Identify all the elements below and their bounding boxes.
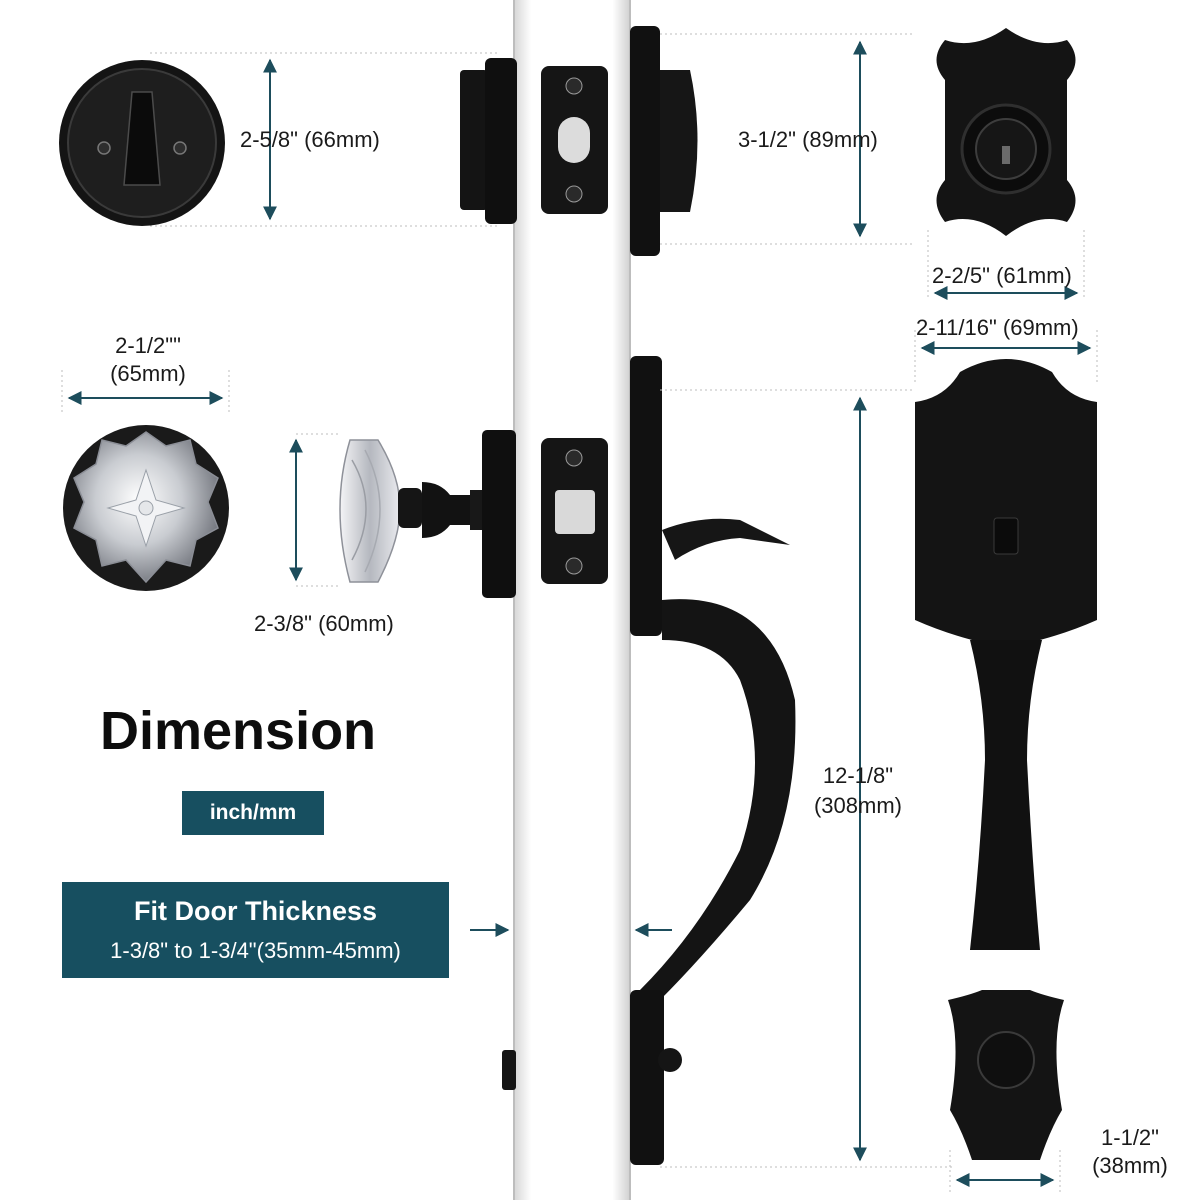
handleset-height-line2: (308mm) bbox=[813, 793, 902, 818]
thumbturn-diameter-label: 2-5/8" (66mm) bbox=[240, 127, 380, 152]
handleset-height-line1: 12-1/8" bbox=[822, 763, 894, 788]
door-thickness-range: 1-3/8" to 1-3/4"(35mm-45mm) bbox=[110, 938, 401, 963]
door-thickness-box: Fit Door Thickness 1-3/8" to 1-3/4"(35mm… bbox=[62, 882, 449, 978]
handleset-front bbox=[915, 359, 1097, 1160]
deadbolt-width-label: 2-2/5" (61mm) bbox=[932, 263, 1072, 288]
handleset-width-label: 2-11/16" (69mm) bbox=[916, 315, 1079, 340]
thumbturn-rose bbox=[59, 60, 225, 226]
page-title: Dimension bbox=[100, 701, 377, 761]
handle-bottom-width-line1: 1-1/2" bbox=[1101, 1125, 1159, 1150]
latch-plate bbox=[541, 438, 608, 584]
deadbolt-height-label: 3-1/2" (89mm) bbox=[738, 127, 878, 152]
strike-plate-top bbox=[541, 66, 608, 214]
door-thickness-heading: Fit Door Thickness bbox=[133, 896, 378, 926]
knob-side-dimension-label: 2-3/8" (60mm) bbox=[254, 611, 394, 636]
deadbolt-side-inner bbox=[460, 58, 517, 224]
handleset-side bbox=[502, 356, 796, 1165]
crystal-knob-face bbox=[63, 425, 229, 591]
handle-bottom-width-line2: (38mm) bbox=[1092, 1153, 1168, 1178]
deadbolt-side-outer bbox=[630, 26, 698, 256]
unit-badge: inch/mm bbox=[182, 791, 324, 835]
deadbolt-front bbox=[936, 28, 1076, 236]
crystal-knob-side bbox=[339, 430, 516, 598]
knob-face-dimension-line1: 2-1/2"" bbox=[115, 333, 181, 358]
knob-face-dimension-line2: (65mm) bbox=[110, 361, 186, 386]
